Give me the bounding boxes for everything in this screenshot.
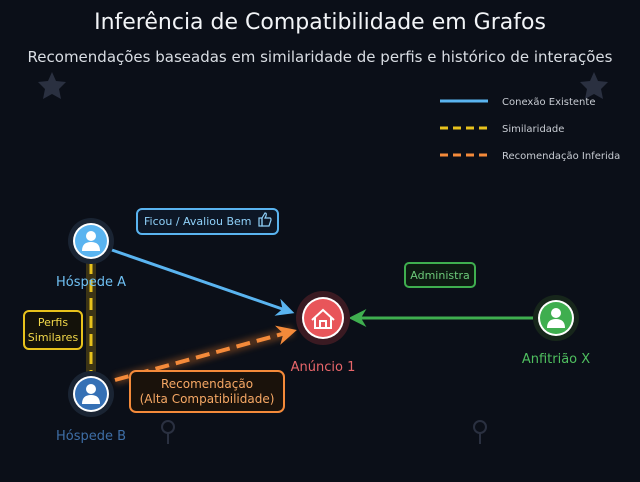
diagram-title: Inferência de Compatibilidade em Grafos — [94, 10, 546, 35]
legend: Conexão Existente Similaridade Recomenda… — [440, 97, 620, 162]
node-guest-b-label: Hóspede B — [56, 429, 126, 444]
edge-label-similarity: Perfis Similares — [23, 310, 83, 350]
user-icon — [82, 231, 100, 251]
star-icon — [580, 72, 608, 99]
house-icon — [311, 308, 335, 329]
node-guest-b[interactable]: Hóspede B — [56, 371, 126, 444]
diagram-subtitle: Recomendações baseadas em similaridade d… — [27, 48, 613, 66]
node-listing[interactable]: Anúncio 1 — [291, 291, 356, 375]
edge-stayed — [108, 247, 295, 316]
edge-label-stayed-text: Ficou / Avaliou Bem — [144, 215, 252, 228]
node-guest-a-label: Hóspede A — [56, 275, 126, 290]
user-icon — [547, 308, 565, 328]
edge-label-similarity-line1: Perfis — [38, 316, 68, 329]
edge-label-recommendation-line1: Recomendação — [161, 377, 253, 391]
star-icon — [38, 72, 66, 99]
legend-label-existing: Conexão Existente — [502, 97, 595, 108]
legend-label-similarity: Similaridade — [502, 124, 564, 135]
map-pin-icon — [473, 420, 487, 444]
edge-label-stayed: Ficou / Avaliou Bem — [136, 208, 279, 235]
edge-label-manages: Administra — [404, 262, 476, 288]
map-pin-icon — [161, 420, 175, 444]
edge-label-recommendation-line2: (Alta Compatibilidade) — [140, 392, 275, 406]
thumbs-up-icon — [258, 212, 272, 227]
node-listing-label: Anúncio 1 — [291, 360, 356, 375]
user-icon — [82, 384, 100, 404]
edge-label-recommendation: Recomendação (Alta Compatibilidade) — [129, 370, 285, 413]
node-host[interactable]: Anfitrião X — [522, 295, 590, 367]
legend-label-inferred: Recomendação Inferida — [502, 151, 620, 162]
node-host-label: Anfitrião X — [522, 352, 590, 367]
edge-label-similarity-line2: Similares — [28, 331, 79, 344]
edge-label-manages-text: Administra — [410, 269, 469, 282]
node-guest-a[interactable]: Hóspede A — [56, 218, 126, 290]
